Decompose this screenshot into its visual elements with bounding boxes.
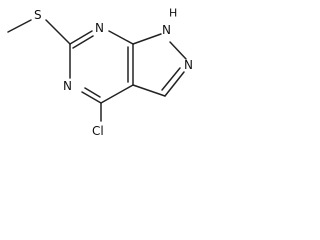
atom-nh-nitrogen: N [162,23,171,37]
bond-n2-c3-double [161,67,181,91]
atom-sulfur: S [34,8,42,22]
bond-methyl-s [7,19,32,33]
bond-c7a-nh [132,33,162,45]
atom-n-lower-left: N [63,79,72,93]
bond-c6-n-upper [69,30,93,45]
structure-canvas: S N N Cl H N N [0,0,212,142]
bond-n-upper-c7a [108,30,134,45]
bond-c3-c3a [132,84,166,97]
bond-c3a-c4 [100,84,134,104]
atom-n-upper-left: N [95,21,104,35]
bond-c4-n-lower [81,91,102,104]
bond-s-c6 [45,19,71,45]
atom-nh-hydrogen: H [169,7,177,20]
atom-chlorine: Cl [92,124,104,138]
molecule-drawing: S N N Cl H N N [7,7,193,138]
bond-nh-n2 [169,41,187,60]
bond-c6-n-upper-double [72,35,94,49]
atom-n-pyrazole: N [184,58,193,72]
bond-c4-n-lower-double [84,87,101,98]
bond-n2-c3 [164,71,185,97]
